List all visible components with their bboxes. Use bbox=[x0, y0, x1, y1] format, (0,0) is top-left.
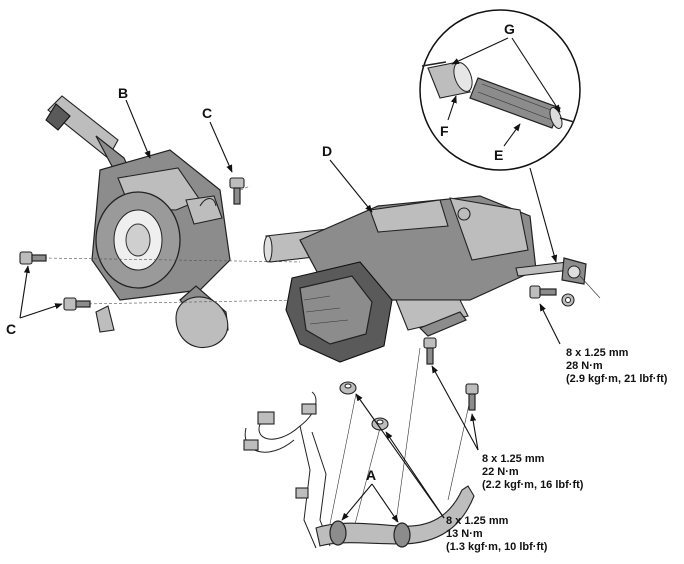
bolt-c-top bbox=[229, 177, 245, 205]
mount-bolt-upper bbox=[423, 337, 437, 365]
mount-nut-right bbox=[371, 417, 389, 431]
bolt-c-left-lower bbox=[63, 297, 91, 311]
spec-bot-alt: (1.3 kgf·m, 10 lbf·ft) bbox=[446, 541, 548, 553]
mount-bolt-lower bbox=[465, 383, 479, 411]
callout-e: E bbox=[494, 147, 503, 163]
torque-spec-bottom: 8 x 1.25 mm 13 N·m (1.3 kgf·m, 10 lbf·ft… bbox=[446, 515, 548, 553]
callout-c-top: C bbox=[202, 105, 212, 121]
callout-c-left: C bbox=[6, 321, 16, 337]
spec-bot-size: 8 x 1.25 mm bbox=[446, 515, 509, 527]
leader-lines bbox=[19, 37, 561, 523]
spec-mid-alt: (2.2 kgf·m, 16 lbf·ft) bbox=[482, 479, 584, 491]
tube-f bbox=[421, 61, 473, 99]
bolt-c-left-upper bbox=[19, 251, 47, 265]
spec-top-size: 8 x 1.25 mm bbox=[566, 347, 629, 359]
lower-shaft-joint bbox=[515, 257, 601, 299]
spec-mid-torque: 22 N·m bbox=[482, 466, 519, 478]
support-member bbox=[315, 485, 475, 548]
callout-f: F bbox=[440, 123, 449, 139]
mount-nut-left bbox=[339, 381, 357, 395]
callout-b: B bbox=[118, 85, 128, 101]
steering-column bbox=[263, 195, 537, 363]
spec-top-alt: (2.9 kgf·m, 21 lbf·ft) bbox=[566, 373, 668, 385]
spec-mid-size: 8 x 1.25 mm bbox=[482, 453, 545, 465]
pinch-nut bbox=[561, 293, 575, 307]
alignment-lines bbox=[43, 185, 471, 529]
callout-a: A bbox=[366, 467, 376, 483]
detail-inset bbox=[419, 9, 581, 171]
callout-d: D bbox=[322, 143, 332, 159]
callout-g: G bbox=[504, 21, 515, 37]
torque-spec-top-right: 8 x 1.25 mm 28 N·m (2.9 kgf·m, 21 lbf·ft… bbox=[566, 347, 668, 385]
spec-top-torque: 28 N·m bbox=[566, 360, 603, 372]
combination-switch-assembly bbox=[45, 95, 231, 348]
wire-harness bbox=[243, 391, 331, 549]
spec-bot-torque: 13 N·m bbox=[446, 528, 483, 540]
torque-spec-middle: 8 x 1.25 mm 22 N·m (2.2 kgf·m, 16 lbf·ft… bbox=[482, 453, 584, 491]
shaft-e bbox=[469, 77, 575, 129]
pinch-bolt bbox=[529, 285, 557, 299]
